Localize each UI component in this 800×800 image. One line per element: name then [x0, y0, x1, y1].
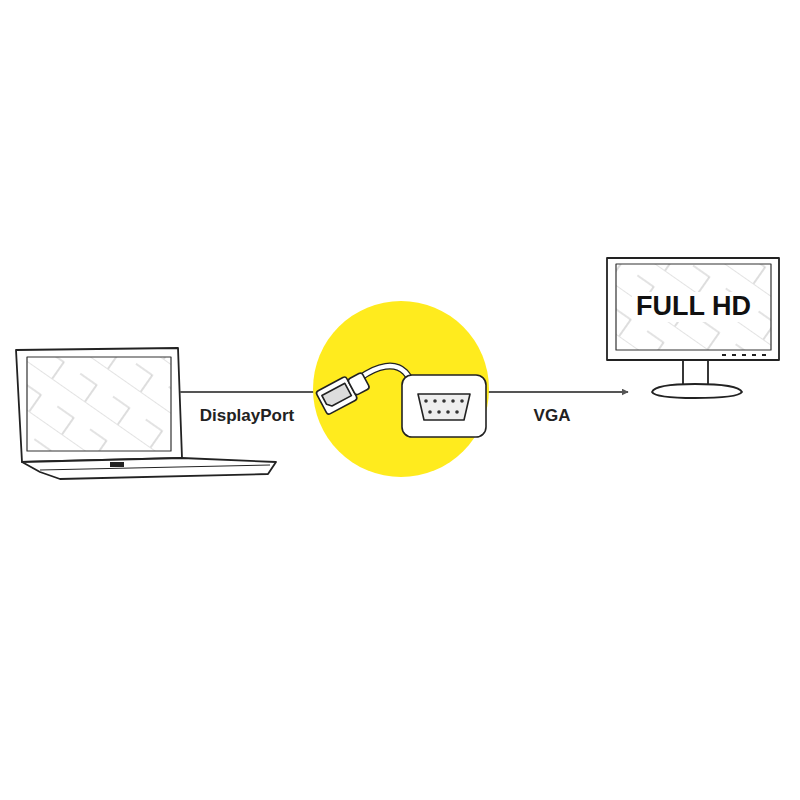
- screen-caption: FULL HD: [632, 292, 755, 322]
- vga-pin: [424, 399, 428, 403]
- monitor-screen: [616, 264, 771, 350]
- vga-pin: [455, 410, 459, 414]
- monitor-buttons: [722, 354, 766, 356]
- vga-pin: [442, 399, 446, 403]
- vga-housing: [402, 375, 486, 437]
- monitor-screen-box: FULL HD: [617, 265, 770, 349]
- laptop-base: [22, 458, 276, 479]
- vga-pin: [460, 399, 464, 403]
- adapter-illustration: [316, 366, 486, 437]
- monitor-bezel: [607, 258, 779, 360]
- laptop-screen: [27, 357, 171, 451]
- vga-pin: [428, 410, 432, 414]
- vga-pins: [424, 399, 464, 414]
- laptop-edge: [40, 465, 270, 470]
- vga-pin: [433, 399, 437, 403]
- connection-label: VGA: [532, 406, 573, 426]
- highlight-circle: [313, 301, 489, 477]
- monitor-base: [652, 384, 742, 398]
- laptop-notch: [110, 462, 124, 467]
- vga-socket: [418, 394, 470, 420]
- vga-pin: [451, 399, 455, 403]
- displayport-plug: [316, 369, 372, 415]
- vga-pin: [437, 410, 441, 414]
- cable-arrow: [488, 391, 628, 393]
- monitor-illustration: [607, 258, 779, 398]
- cable-line: [180, 391, 316, 393]
- vga-pin: [446, 410, 450, 414]
- connection-label: DisplayPort: [198, 406, 296, 426]
- laptop-lid: [16, 348, 182, 462]
